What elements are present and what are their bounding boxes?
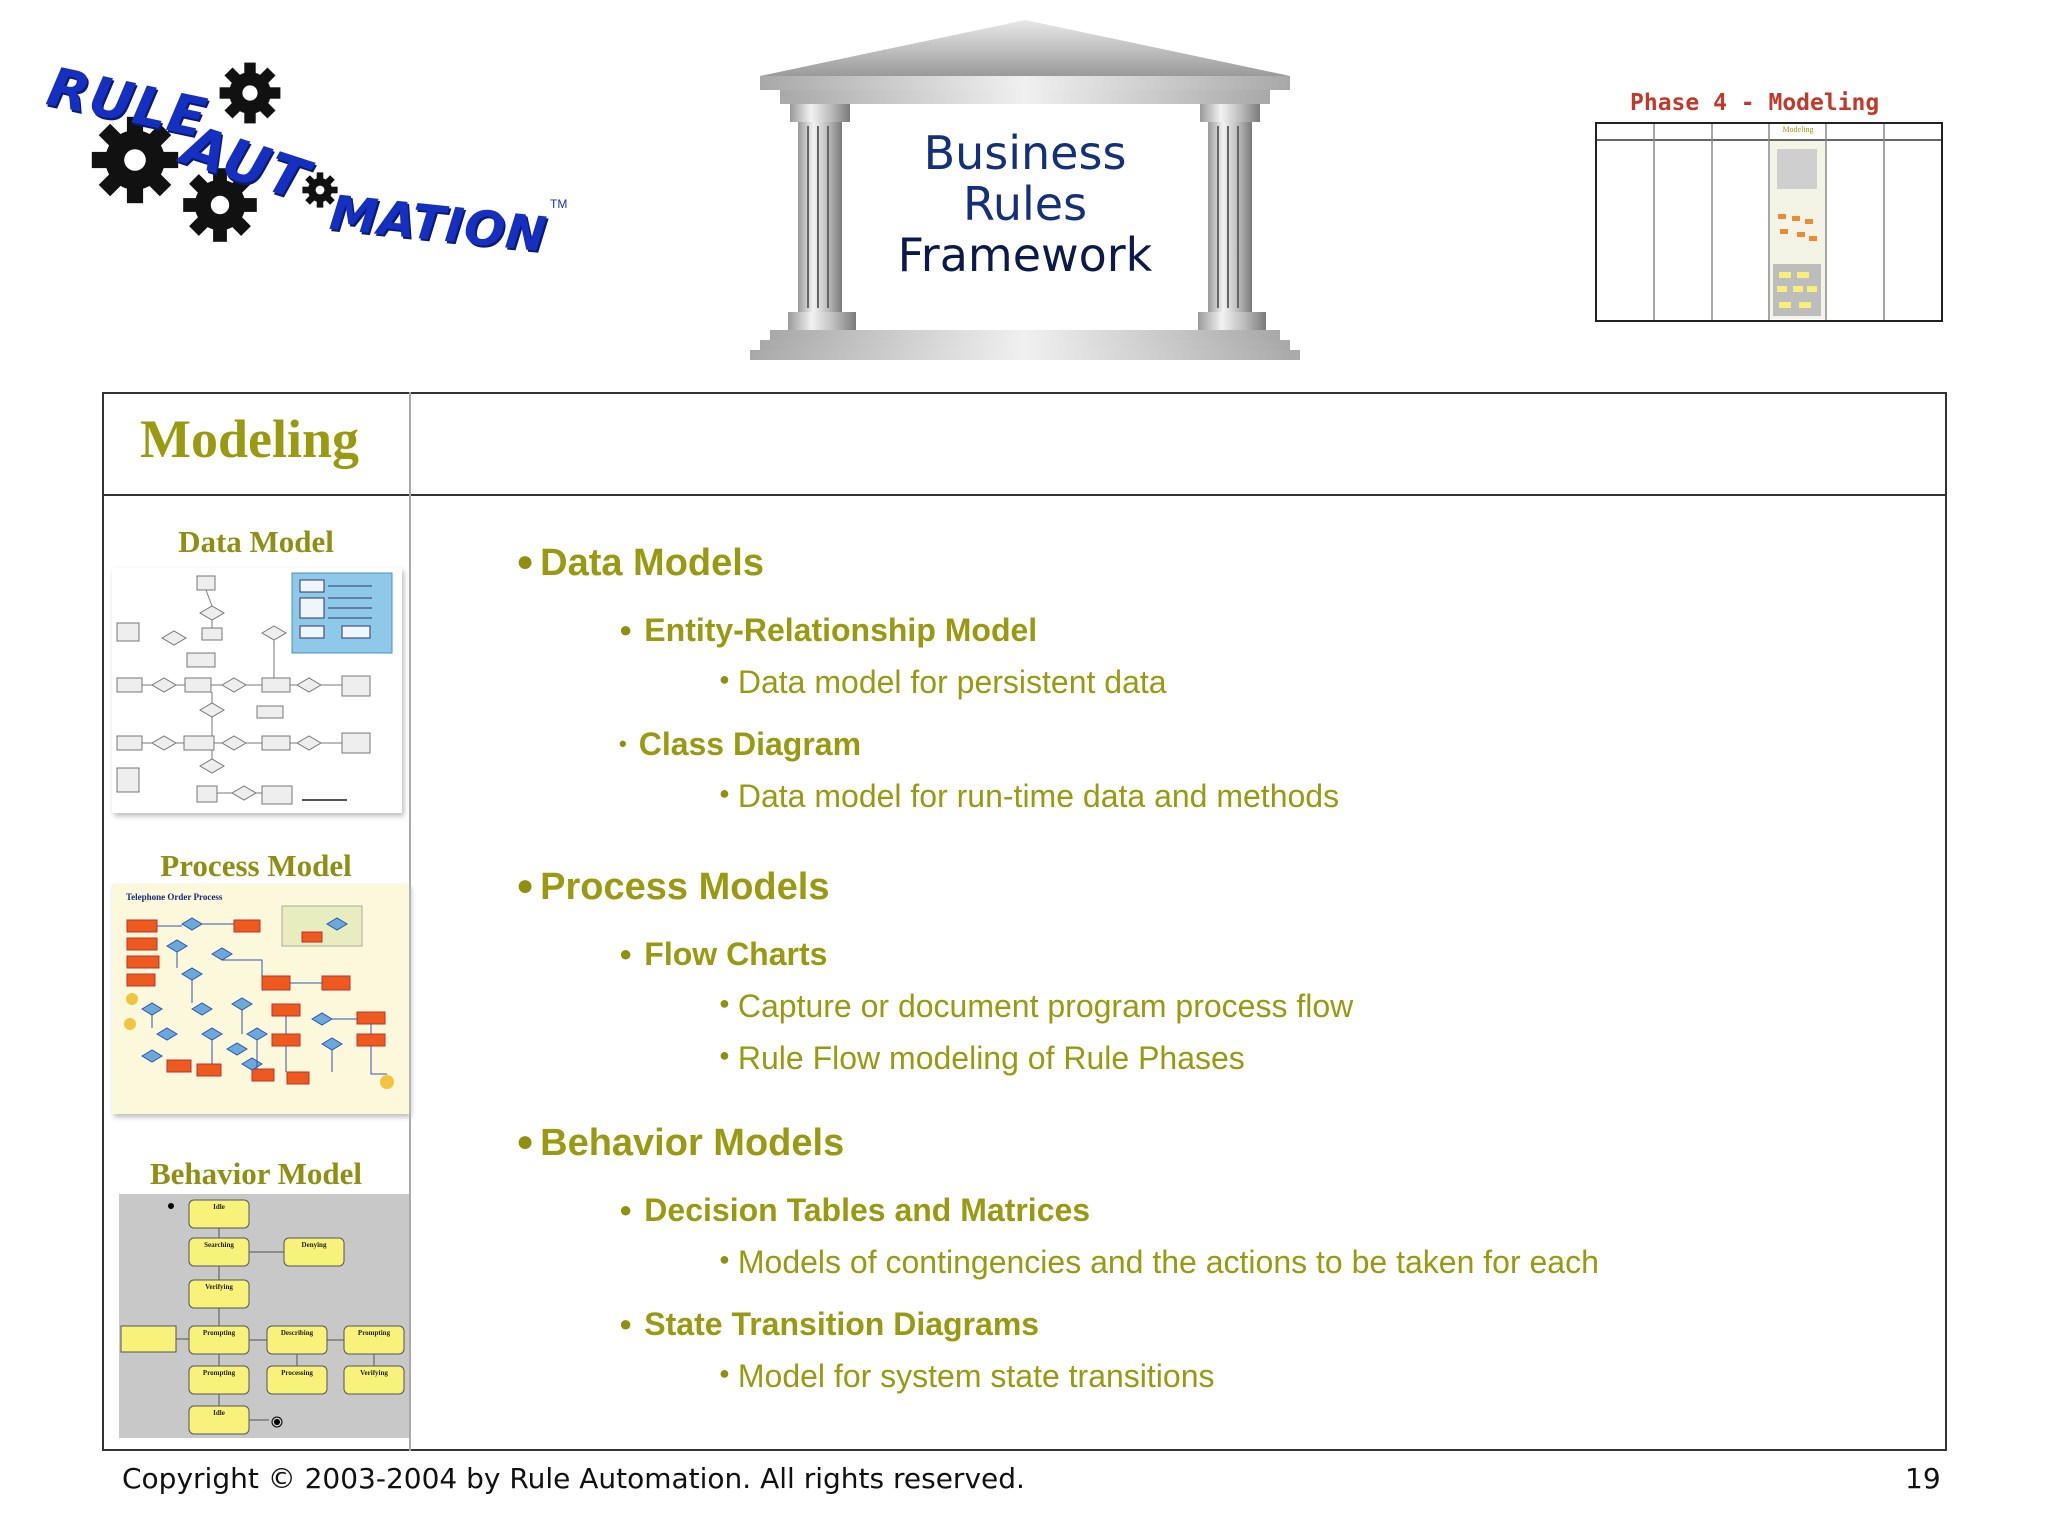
- bullet-data-models: ●Data Models: [516, 542, 764, 585]
- er-model-label: Entity-Relationship Model: [644, 612, 1038, 648]
- bullet-dot-icon: ●: [619, 941, 633, 966]
- bullet-dot-icon: ●: [619, 617, 633, 642]
- flow-chart-image: [124, 905, 394, 1089]
- rule-automation-logo: RULE AUT MATION TM: [42, 55, 575, 263]
- temple-title-line3: Framework: [897, 228, 1153, 282]
- bullet-er-desc: ● Data model for persistent data: [719, 664, 1167, 701]
- state-idle-text: Idle: [213, 1203, 225, 1211]
- data-model-label: Data Model: [178, 524, 334, 559]
- data-model-thumbnail: [112, 568, 402, 813]
- bullet-class-diagram: • Class Diagram: [619, 726, 861, 763]
- behavior-models-heading: Behavior Models: [540, 1122, 845, 1164]
- data-models-heading: Data Models: [540, 542, 764, 584]
- er-model-desc: Data model for persistent data: [737, 664, 1167, 700]
- state-diagrams-desc: Model for system state transitions: [737, 1358, 1215, 1394]
- temple-title: Business Rules Framework: [830, 128, 1220, 281]
- bullet-flow-desc1: ● Capture or document program process flo…: [719, 988, 1353, 1025]
- state-prompting3-text: Prompting: [203, 1369, 236, 1377]
- bullet-dot-icon: ●: [516, 1125, 535, 1158]
- bullet-dot-icon: ●: [719, 669, 730, 689]
- bullet-flow-desc2: ● Rule Flow modeling of Rule Phases: [719, 1040, 1245, 1077]
- bullet-process-models: ●Process Models: [516, 866, 829, 909]
- state-diagram-image: Idle Searching Denying Verifying Prompti…: [120, 1199, 405, 1435]
- state-searching-text: Searching: [204, 1241, 234, 1249]
- bullet-dot-icon: ●: [719, 993, 730, 1013]
- state-denying-text: Denying: [302, 1241, 327, 1249]
- flow-charts-desc2: Rule Flow modeling of Rule Phases: [737, 1040, 1245, 1076]
- state-diagrams-label: State Transition Diagrams: [644, 1306, 1040, 1342]
- bullet-dot-icon: ●: [619, 1311, 633, 1336]
- state-verifying2-text: Verifying: [360, 1369, 388, 1377]
- business-rules-temple: Business Rules Framework: [750, 18, 1300, 363]
- phase-label: Phase 4 - Modeling: [1630, 90, 1880, 116]
- header-divider: [102, 494, 1947, 496]
- state-prompting-text: Prompting: [203, 1329, 236, 1337]
- sidebar-divider: [409, 392, 411, 1451]
- state-describing-text: Describing: [281, 1329, 314, 1337]
- state-prompting2-text: Prompting: [358, 1329, 391, 1337]
- process-model-thumbnail: Telephone Order Process: [112, 884, 409, 1114]
- content-frame: [102, 392, 1947, 1451]
- phase-thumb-label: Modeling: [1782, 125, 1814, 134]
- bullet-dot-icon: ●: [619, 1197, 633, 1222]
- behavior-model-label: Behavior Model: [149, 1156, 363, 1191]
- bullet-decision-tables: ● Decision Tables and Matrices: [619, 1192, 1090, 1229]
- flow-charts-label: Flow Charts: [644, 936, 828, 972]
- bullet-dot-icon: ●: [719, 783, 730, 803]
- bullet-decision-desc: ● Models of contingencies and the actions…: [719, 1244, 1599, 1281]
- process-models-heading: Process Models: [540, 866, 830, 908]
- bullet-class-desc: ● Data model for run-time data and method…: [719, 778, 1339, 815]
- bullet-dot-icon: ●: [516, 545, 535, 578]
- state-verifying-text: Verifying: [205, 1283, 233, 1291]
- class-diagram-desc: Data model for run-time data and methods: [737, 778, 1340, 814]
- class-diagram-label: Class Diagram: [638, 726, 862, 762]
- flow-charts-desc1: Capture or document program process flow: [737, 988, 1354, 1024]
- bullet-er-model: ● Entity-Relationship Model: [619, 612, 1037, 649]
- bullet-dot-icon: •: [619, 731, 627, 756]
- process-thumb-title: Telephone Order Process: [126, 892, 223, 902]
- bullet-dot-icon: ●: [719, 1045, 730, 1065]
- bullet-dot-icon: ●: [719, 1363, 730, 1383]
- bullet-dot-icon: ●: [719, 1249, 730, 1269]
- page-number: 19: [1905, 1462, 1941, 1495]
- temple-icon: [750, 20, 1300, 360]
- temple-title-line1: Business: [923, 126, 1127, 180]
- decision-tables-desc: Models of contingencies and the actions …: [737, 1244, 1599, 1280]
- trademark-mark: TM: [550, 197, 568, 211]
- bullet-state-desc: ● Model for system state transitions: [719, 1358, 1215, 1395]
- decision-tables-label: Decision Tables and Matrices: [644, 1192, 1091, 1228]
- bullet-dot-icon: ●: [516, 869, 535, 902]
- bullet-behavior-models: ●Behavior Models: [516, 1122, 844, 1165]
- behavior-model-thumbnail: Idle Searching Denying Verifying Prompti…: [119, 1194, 409, 1438]
- section-title: Modeling: [140, 409, 360, 469]
- er-diagram-image: [116, 572, 393, 805]
- bullet-flow-charts: ● Flow Charts: [619, 936, 827, 973]
- temple-title-line2: Rules: [962, 177, 1088, 231]
- copyright-notice: Copyright © 2003-2004 by Rule Automation…: [122, 1462, 1025, 1495]
- process-model-label: Process Model: [160, 848, 352, 883]
- phase-overview-grid: Modeling: [1595, 122, 1943, 322]
- phase-grid-drawing: [1597, 124, 1941, 320]
- state-idle2-text: Idle: [213, 1409, 225, 1417]
- state-processing-text: Processing: [281, 1369, 313, 1377]
- bullet-state-diagrams: ● State Transition Diagrams: [619, 1306, 1039, 1343]
